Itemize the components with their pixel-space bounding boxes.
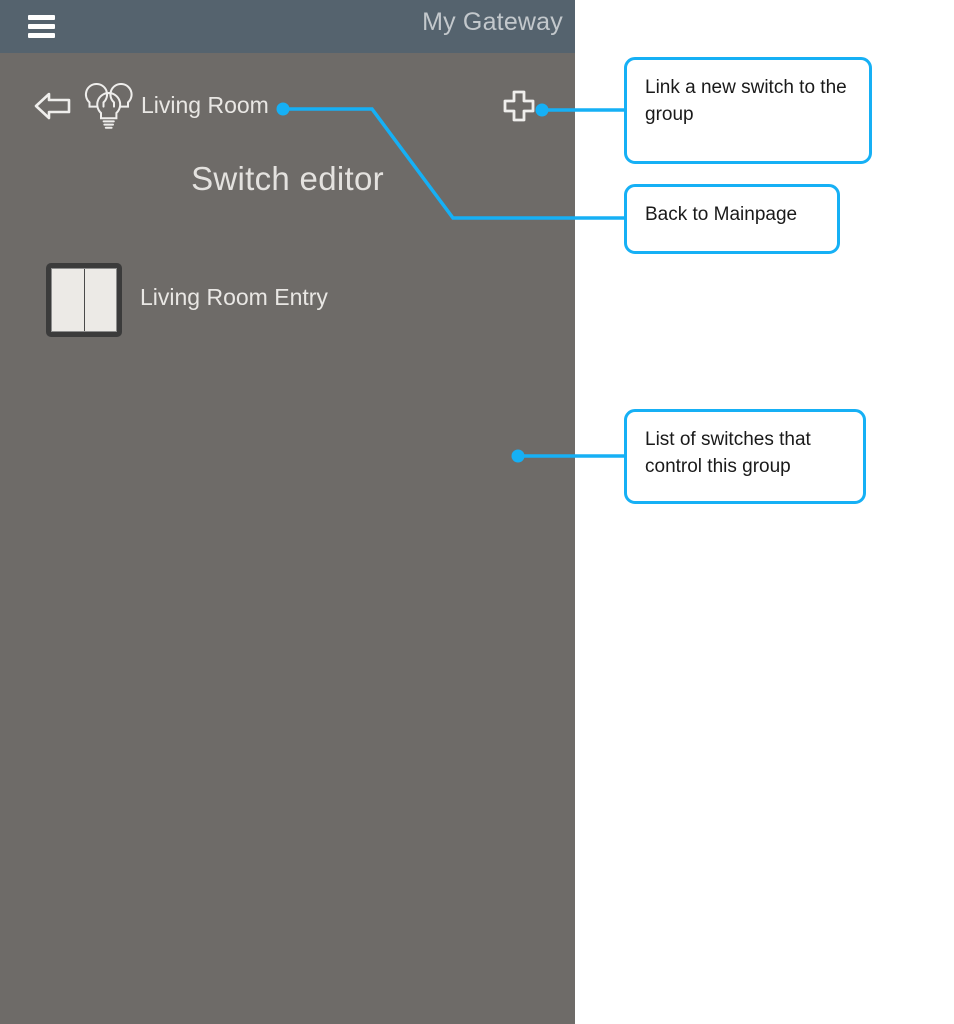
page-title: Switch editor	[191, 160, 384, 197]
annotation-callout-switch-list: List of switches that control this group	[624, 409, 866, 504]
annotation-callout-add-switch: Link a new switch to the group	[624, 57, 872, 164]
switch-list: Living Room Entry	[0, 260, 575, 342]
gateway-title: My Gateway	[422, 8, 563, 36]
back-arrow-icon[interactable]	[31, 86, 75, 126]
app-bar: My Gateway	[0, 0, 575, 53]
switch-name-label: Living Room Entry	[140, 284, 328, 310]
app-panel: My Gateway	[0, 0, 575, 1024]
group-name-label: Living Room	[141, 92, 269, 118]
double-rocker-switch-icon	[46, 263, 122, 337]
menu-bar	[28, 24, 55, 29]
list-item[interactable]: Living Room Entry	[0, 260, 575, 342]
menu-bar	[28, 33, 55, 38]
light-bulb-group-icon	[78, 80, 140, 134]
menu-bar	[28, 15, 55, 20]
hamburger-menu-icon[interactable]	[28, 13, 55, 40]
annotation-callout-back: Back to Mainpage	[624, 184, 840, 254]
breadcrumb: Living Room	[0, 78, 575, 140]
plus-icon[interactable]	[496, 88, 542, 128]
